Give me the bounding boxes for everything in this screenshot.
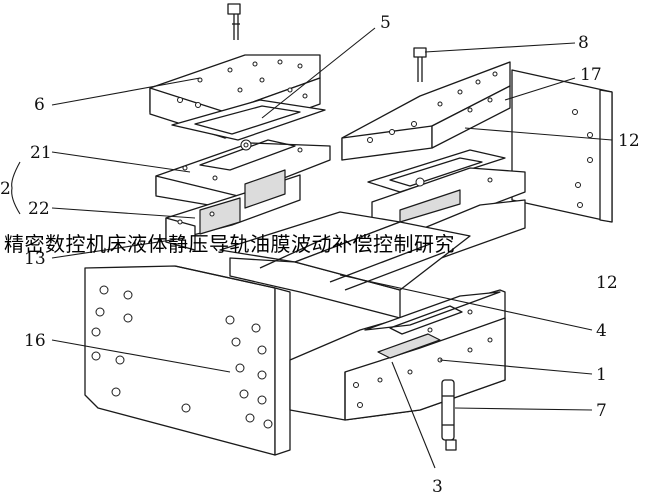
figure-caption-title: 精密数控机床液体静压导轨油膜波动补偿控制研究 bbox=[4, 232, 455, 256]
seal-plate-right bbox=[367, 149, 506, 193]
label-6: 6 bbox=[34, 95, 45, 115]
displacement-sensor bbox=[441, 379, 457, 451]
upper-right-pad-block bbox=[341, 47, 511, 161]
label-4: 4 bbox=[596, 321, 607, 341]
label-2: 2 bbox=[0, 179, 11, 199]
label-16: 16 bbox=[24, 331, 46, 351]
label-7: 7 bbox=[596, 401, 607, 421]
label-12-mid: 12 bbox=[596, 273, 618, 293]
part-number-labels: 6 5 8 17 12 21 2 22 13 12 16 4 1 7 3 bbox=[0, 13, 640, 497]
label-17: 17 bbox=[580, 65, 602, 85]
guide-rail bbox=[219, 211, 471, 319]
label-21: 21 bbox=[30, 143, 52, 163]
side-plate-17 bbox=[511, 69, 613, 223]
label-8: 8 bbox=[578, 33, 589, 53]
pad-block-22 bbox=[165, 169, 301, 251]
label-3: 3 bbox=[432, 477, 443, 497]
label-12-top: 12 bbox=[618, 131, 640, 151]
seal-plate-upper bbox=[171, 99, 326, 141]
label-5: 5 bbox=[380, 13, 391, 33]
side-plate-16 bbox=[84, 265, 291, 456]
label-13: 13 bbox=[24, 249, 46, 269]
leader-lines bbox=[11, 27, 613, 469]
label-22: 22 bbox=[28, 199, 50, 219]
label-1: 1 bbox=[596, 365, 607, 385]
